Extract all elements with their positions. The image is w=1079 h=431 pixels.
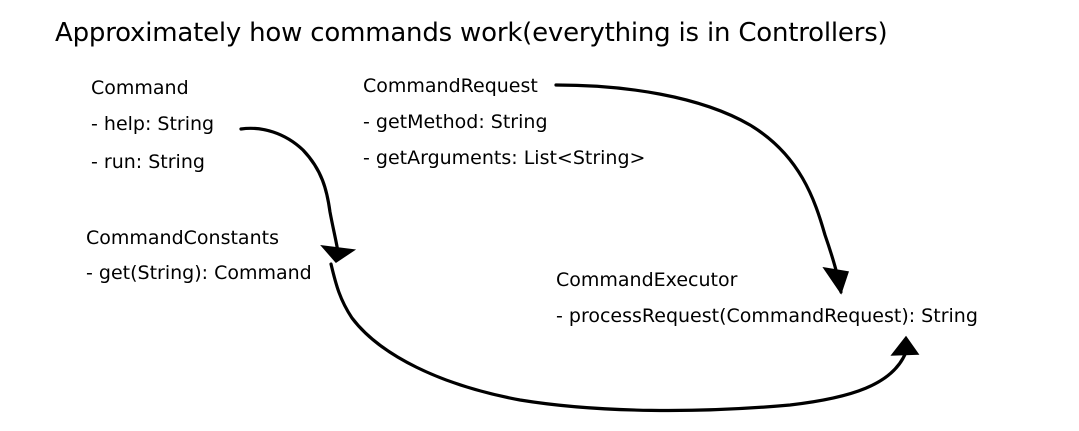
node-command-request-name: CommandRequest	[363, 75, 538, 97]
node-command-executor-member: - processRequest(CommandRequest): String	[556, 305, 978, 327]
node-command-name: Command	[91, 77, 189, 99]
node-command-request: CommandRequest - getMethod: String - get…	[363, 75, 645, 169]
node-command-constants-member: - get(String): Command	[86, 262, 312, 284]
arrowhead-executor-top-icon	[822, 266, 849, 295]
node-command-request-member: - getArguments: List<String>	[363, 147, 646, 169]
node-command-constants-name: CommandConstants	[86, 227, 279, 249]
node-command-executor-name: CommandExecutor	[556, 269, 738, 291]
edge-constants-to-executor	[329, 262, 908, 413]
node-command-member: - run: String	[91, 151, 205, 173]
edge-command-to-constants	[239, 126, 340, 254]
arrowhead-constants-icon	[320, 245, 357, 263]
node-command: Command - help: String - run: String	[91, 77, 214, 173]
edge-request-to-executor	[554, 83, 843, 294]
arrowhead-executor-bottom-icon	[890, 335, 920, 356]
node-command-constants: CommandConstants - get(String): Command	[86, 227, 312, 284]
node-command-request-member: - getMethod: String	[363, 111, 548, 133]
node-command-member: - help: String	[91, 113, 215, 135]
diagram-title: Approximately how commands work(everythi…	[55, 18, 888, 48]
node-command-executor: CommandExecutor - processRequest(Command…	[556, 269, 978, 327]
